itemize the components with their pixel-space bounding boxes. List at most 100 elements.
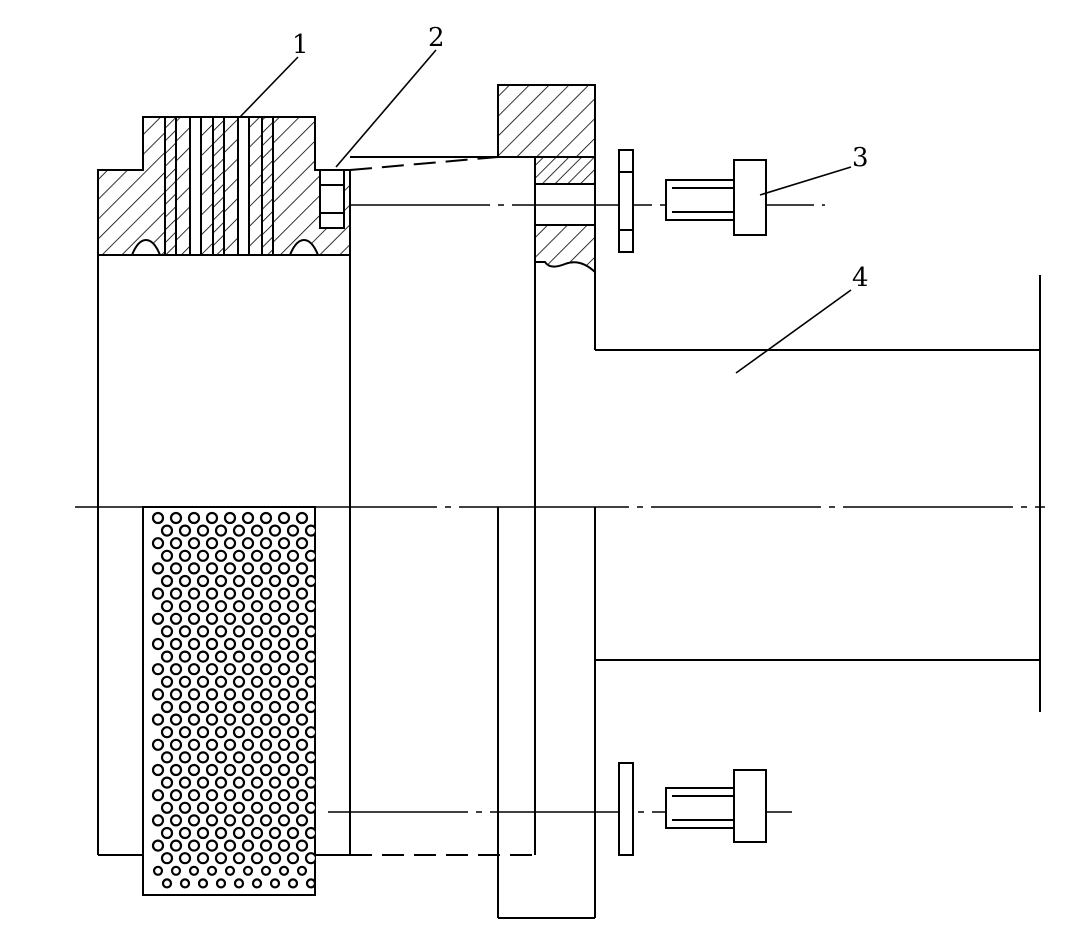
abrasive-pore	[269, 878, 281, 889]
abrasive-pore	[196, 574, 210, 588]
abrasive-pore	[295, 587, 309, 600]
abrasive-pore	[250, 600, 264, 613]
abrasive-pore	[196, 826, 210, 840]
abrasive-pore	[151, 688, 165, 701]
abrasive-pore	[241, 587, 255, 600]
abrasive-pore	[232, 852, 246, 865]
abrasive-pore	[187, 814, 201, 827]
abrasive-pore	[304, 675, 315, 688]
abrasive-pore	[278, 865, 290, 876]
abrasive-pore	[224, 865, 236, 876]
pin-bore	[319, 169, 345, 229]
abrasive-pore	[286, 600, 300, 613]
abrasive-pore	[259, 713, 273, 726]
abrasive-pore	[259, 663, 273, 676]
abrasive-pore	[277, 637, 291, 651]
abrasive-pore	[242, 865, 254, 876]
abrasive-pore	[232, 801, 246, 814]
top-bolt	[665, 159, 767, 236]
abrasive-pore	[151, 612, 165, 625]
abrasive-pore	[178, 675, 192, 688]
abrasive-pore	[187, 587, 201, 600]
abrasive-pore	[277, 587, 291, 600]
abrasive-pore	[295, 562, 309, 575]
abrasive-pore	[232, 726, 246, 739]
abrasive-pore	[169, 839, 183, 852]
abrasive-pore	[277, 511, 291, 525]
abrasive-pore	[214, 801, 228, 814]
abrasive-pore	[205, 612, 219, 625]
abrasive-pore	[268, 751, 282, 764]
abrasive-pore	[178, 650, 192, 663]
abrasive-pore	[151, 587, 165, 600]
abrasive-pore	[178, 801, 192, 814]
abrasive-pore	[151, 537, 165, 550]
abrasive-pore	[268, 826, 282, 840]
abrasive-pore	[197, 878, 209, 889]
abrasive-pore	[223, 738, 237, 751]
abrasive-pore	[196, 549, 210, 562]
abrasive-pore	[214, 776, 228, 789]
abrasive-pore	[250, 675, 264, 688]
abrasive-pore	[241, 511, 255, 525]
abrasive-pore	[286, 574, 300, 588]
abrasive-pore	[232, 524, 246, 537]
abrasive-pore	[304, 700, 315, 714]
abrasive-pore	[223, 763, 237, 777]
leader-lines	[239, 49, 852, 374]
abrasive-pore	[223, 814, 237, 827]
abrasive-pore	[268, 776, 282, 789]
abrasive-pore	[196, 726, 210, 739]
abrasive-pore	[187, 763, 201, 777]
abrasive-pore	[277, 839, 291, 852]
abrasive-pore	[259, 789, 273, 802]
abrasive-pore	[241, 789, 255, 802]
abrasive-pore	[214, 852, 228, 865]
porous-abrasive-section	[142, 506, 316, 896]
abrasive-pore	[277, 814, 291, 827]
abrasive-pore	[178, 852, 192, 865]
abrasive-pore	[160, 600, 174, 613]
flange	[350, 84, 596, 919]
abrasive-pore	[259, 637, 273, 651]
abrasive-pore	[169, 789, 183, 802]
abrasive-pore	[196, 625, 210, 638]
abrasive-pore	[187, 537, 201, 550]
abrasive-pore	[268, 549, 282, 562]
hidden-lines	[349, 156, 536, 856]
abrasive-pore	[223, 637, 237, 651]
abrasive-pore	[268, 524, 282, 537]
abrasive-pore	[214, 726, 228, 739]
abrasive-pore	[196, 524, 210, 537]
abrasive-pore	[196, 751, 210, 764]
abrasive-pore	[250, 776, 264, 789]
abrasive-pore	[277, 612, 291, 625]
abrasive-pore	[259, 562, 273, 575]
abrasive-pore	[160, 726, 174, 739]
abrasive-pore	[187, 738, 201, 751]
abrasive-pore	[196, 675, 210, 688]
label-part-4: 4	[852, 263, 869, 293]
abrasive-pore	[304, 776, 315, 789]
abrasive-pore	[304, 574, 315, 588]
abrasive-pore	[187, 511, 201, 525]
abrasive-pore	[215, 878, 227, 889]
abrasive-pore	[286, 549, 300, 562]
abrasive-pore	[277, 537, 291, 550]
abrasive-pore	[268, 675, 282, 688]
abrasive-pore	[268, 625, 282, 638]
abrasive-pore	[304, 524, 315, 537]
abrasive-pore	[205, 537, 219, 550]
abrasive-pore	[160, 700, 174, 714]
abrasive-pore	[232, 776, 246, 789]
abrasive-pore	[241, 663, 255, 676]
abrasive-pore	[196, 852, 210, 865]
abrasive-pore	[259, 537, 273, 550]
abrasive-pore	[187, 637, 201, 651]
abrasive-pore	[223, 688, 237, 701]
flange-hub-section	[497, 84, 596, 158]
abrasive-pore	[250, 700, 264, 714]
abrasive-pore	[250, 826, 264, 840]
abrasive-pore	[295, 688, 309, 701]
abrasive-pore	[286, 524, 300, 537]
